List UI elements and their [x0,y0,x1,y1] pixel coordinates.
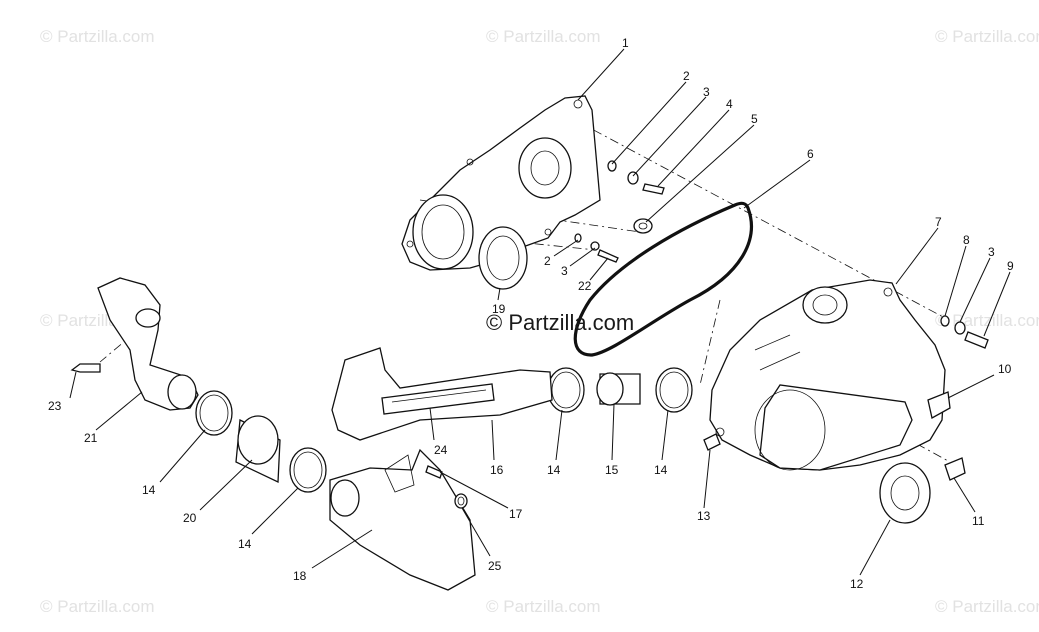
callout-22: 22 [578,279,592,293]
callout-5: 5 [751,112,758,126]
watermark-bottom-left: © Partzilla.com [40,597,155,616]
grommet-25 [454,493,468,509]
callout-14-d: 14 [654,463,668,477]
inner-cover-plate [401,95,601,271]
watermark-top-center: © Partzilla.com [486,27,601,46]
lower-housing [329,448,476,591]
callout-10: 10 [998,362,1012,376]
callout-23: 23 [48,399,62,413]
callout-8: 8 [963,233,970,247]
drive-belt [573,201,753,357]
callout-4: 4 [726,97,733,111]
duct-hose-center [596,372,641,406]
watermark-layer: © Partzilla.com © Partzilla.com © Partzi… [40,27,1039,616]
callout-13: 13 [697,509,711,523]
hose-clamp-center-left [547,367,585,413]
callout-18: 18 [293,569,307,583]
callout-12: 12 [850,577,864,591]
callout-3: 3 [703,85,710,99]
decal [927,391,951,419]
watermark-bottom-right: © Partzilla.com [935,597,1039,616]
callout-24: 24 [434,443,448,457]
callout-14-b: 14 [238,537,252,551]
callout-11: 11 [972,514,985,528]
callout-labels: 1 2 3 4 5 6 7 8 3 9 10 2 3 22 19 23 21 1… [48,36,1014,591]
callout-7: 7 [935,215,942,229]
hose-clamp-left-upper [195,390,233,436]
leader-lines [69,48,1011,576]
watermark-top-left: © Partzilla.com [40,27,155,46]
callout-16: 16 [490,463,504,477]
callout-2: 2 [683,69,690,83]
callout-17: 17 [509,507,523,521]
spacer [633,218,653,234]
outer-clutch-cover [709,279,946,471]
watermark-mid-right: © Partzilla.com [935,311,1039,330]
callout-2-lower: 2 [544,254,551,268]
callout-9: 9 [1007,259,1014,273]
callout-14-a: 14 [142,483,156,497]
washer-bolt-hardware-lower [574,233,619,263]
callout-19: 19 [492,302,506,316]
bolt-23 [70,363,101,373]
callout-3-lower: 3 [561,264,568,278]
callout-14-c: 14 [547,463,561,477]
gasket-ring [879,462,931,524]
callout-15: 15 [605,463,619,477]
fastener-13 [703,433,721,451]
seal [478,226,528,290]
hose-clamp-center-right [655,367,693,413]
hose-clamp-left-lower [289,447,327,493]
watermark-center: © Partzilla.com [486,310,634,335]
watermark-bottom-center: © Partzilla.com [486,597,601,616]
air-duct [97,277,199,411]
washer-bolt-hardware-upper [607,160,665,195]
screw-17 [425,465,443,479]
callout-25: 25 [488,559,502,573]
callout-20: 20 [183,511,197,525]
callout-3-right: 3 [988,245,995,259]
callout-21: 21 [84,431,98,445]
intake-duct [331,347,553,441]
washer-bolt-hardware-right [940,315,989,349]
callout-1: 1 [622,36,629,50]
callout-6: 6 [807,147,814,161]
watermark-top-right: © Partzilla.com [935,27,1039,46]
duct-hose-left [235,415,281,484]
plate [944,457,966,481]
